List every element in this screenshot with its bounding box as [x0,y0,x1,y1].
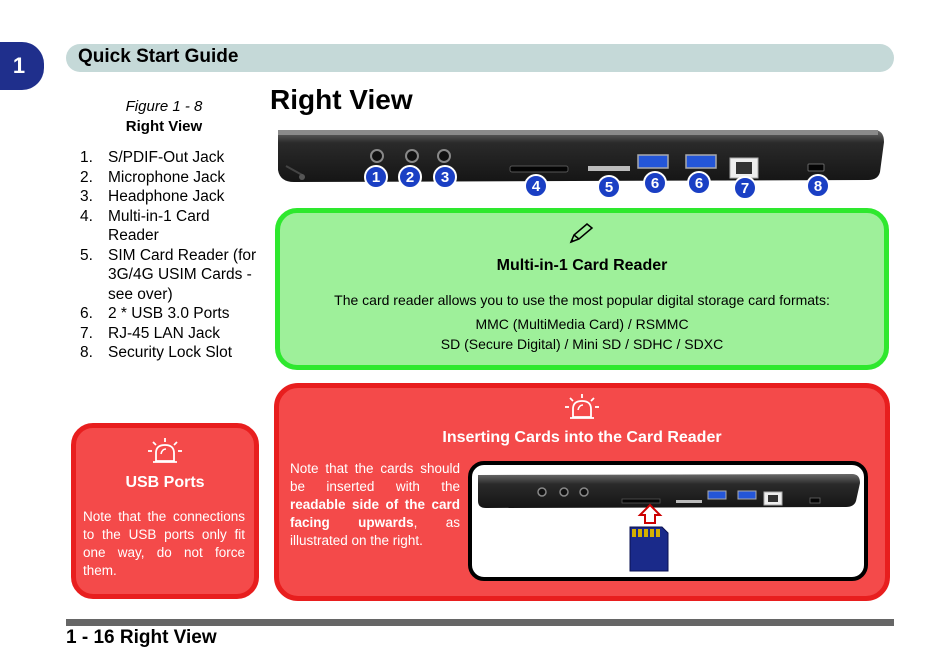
svg-text:6: 6 [651,175,659,192]
port-list-item: 8.Security Lock Slot [80,344,233,361]
inserting-cards-text: Note that the cards should be inserted w… [290,461,460,548]
port-list-item: 7.RJ-45 LAN Jack [80,324,220,342]
port-list-item: 3.Headphone Jack [80,188,225,205]
figure-number: Figure 1 - 8 [125,98,203,115]
inserting-cards-title: Inserting Cards into the Card Reader [442,429,722,446]
usb-ports-title: USB Ports [125,474,205,491]
card-reader-note-box [275,208,889,370]
sd-card-icon [629,526,669,572]
port-list-item: 2.Microphone Jack [80,168,226,186]
callout-6: 6 [643,171,667,195]
card-insertion-image [468,461,868,581]
chapter-tab: 1 [0,42,44,90]
callout-2: 2 [398,165,422,189]
svg-text:4: 4 [532,178,541,195]
port-list-item: 5.SIM Card Reader (for 3G/4G USIM Cards … [80,246,257,303]
svg-text:7: 7 [741,180,749,197]
callout-3: 3 [433,165,457,189]
port-list-item: 6.2 * USB 3.0 Ports [80,305,230,322]
footer-page-label: 1 - 16 Right View [66,627,217,648]
svg-text:5: 5 [605,179,613,196]
usb-ports-text: Note that the connections to the USB por… [83,509,245,578]
sim-slot-icon [588,166,630,171]
svg-text:3: 3 [441,169,449,186]
usb-ports-warning-box [71,423,259,599]
header-title: Quick Start Guide [78,46,239,67]
card-reader-note-title: Multi-in-1 Card Reader [496,257,668,274]
port-list-item: 1.S/PDIF-Out Jack [80,149,225,166]
callout-1: 1 [364,165,388,189]
arrow-up-icon [637,503,663,524]
alarm-icon [565,394,599,419]
card-reader-slot-icon [509,165,569,173]
port-list: 1.S/PDIF-Out Jack 2.Microphone Jack 3.He… [80,148,260,363]
card-reader-note-text: The card reader allows you to use the mo… [334,292,830,352]
callout-8: 8 [806,174,830,198]
callout-6: 6 [687,171,711,195]
svg-text:2: 2 [406,169,414,186]
security-lock-icon [807,163,825,172]
lan-jack-icon [729,157,759,179]
callout-5: 5 [597,175,621,199]
page-title: Right View [270,84,413,115]
svg-text:6: 6 [695,175,703,192]
alarm-icon [148,438,182,463]
svg-text:8: 8 [814,178,822,195]
audio-jack-icon [370,149,451,163]
port-list-item: 4.Multi-in-1 Card Reader [80,207,210,245]
footer-bar [66,619,894,626]
pencil-icon [569,223,594,244]
usb-port-icon [637,154,717,169]
header-bar [66,44,894,72]
figure-title: Right View [125,118,203,135]
callout-7: 7 [733,176,757,200]
figure-caption: Figure 1 - 8 Right View [80,97,248,137]
laptop-right-side-image: 1 2 3 4 5 6 6 7 8 [278,130,884,200]
callout-4: 4 [524,174,548,198]
svg-text:1: 1 [372,169,380,186]
